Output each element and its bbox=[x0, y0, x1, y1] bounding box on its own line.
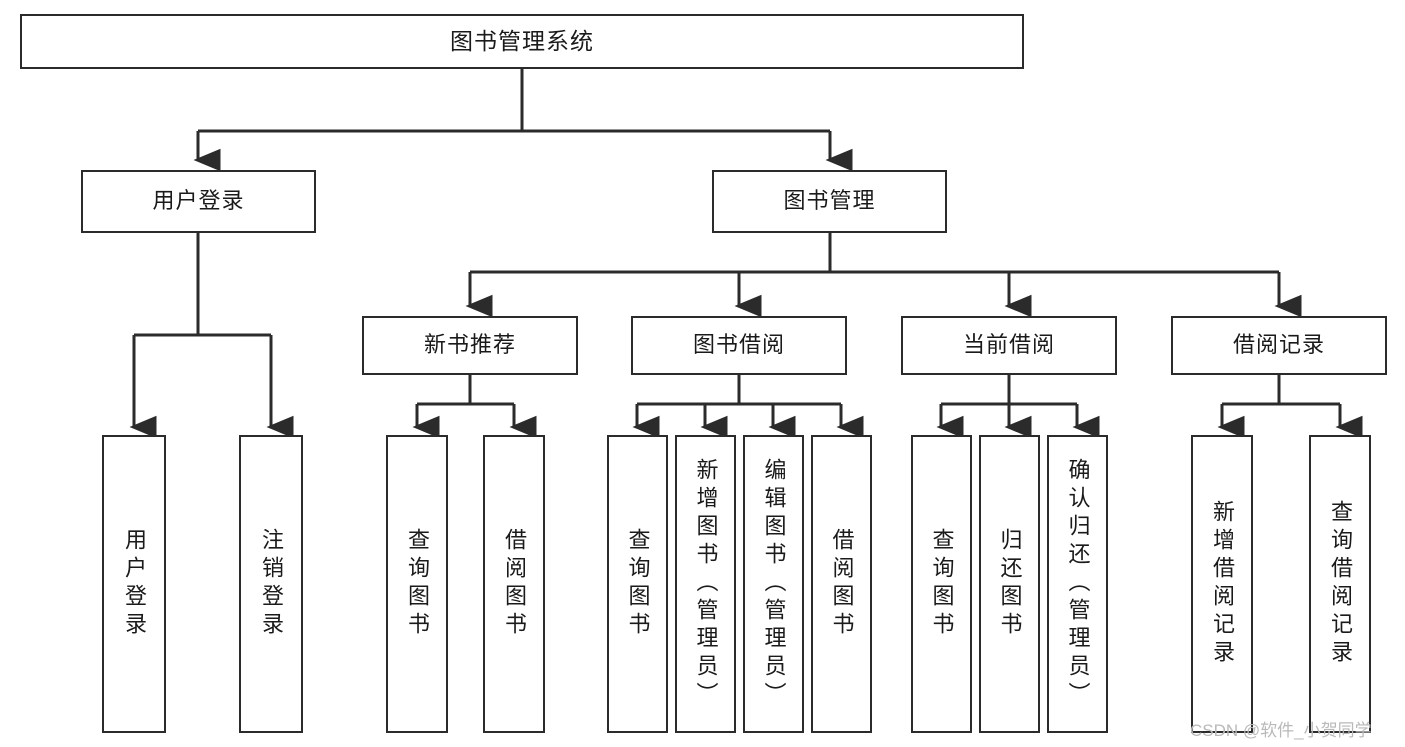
leaf-query-book-recommend[interactable]: 查询图书 bbox=[386, 435, 448, 733]
node-label: 当前借阅 bbox=[962, 332, 1055, 358]
csdn-watermark: CSDN @软件_小贺同学 bbox=[1190, 721, 1372, 740]
node-borrow-records[interactable]: 借阅记录 bbox=[1171, 316, 1387, 375]
node-label: 归还图书 bbox=[997, 528, 1023, 640]
node-label: 用户登录 bbox=[122, 528, 147, 640]
node-new-book-recommend[interactable]: 新书推荐 bbox=[362, 316, 578, 375]
leaf-add-book-admin[interactable]: 新增图书（管理员） bbox=[675, 435, 736, 733]
leaf-edit-book-admin[interactable]: 编辑图书（管理员） bbox=[743, 435, 804, 733]
leaf-logout[interactable]: 注销登录 bbox=[239, 435, 303, 733]
leaf-query-borrow-record[interactable]: 查询借阅记录 bbox=[1309, 435, 1371, 733]
node-label: 新增图书（管理员） bbox=[693, 458, 719, 710]
leaf-query-book-current[interactable]: 查询图书 bbox=[911, 435, 972, 733]
node-user-login[interactable]: 用户登录 bbox=[81, 170, 316, 233]
node-label: 用户登录 bbox=[152, 188, 245, 214]
leaf-user-login[interactable]: 用户登录 bbox=[102, 435, 166, 733]
node-label: 注销登录 bbox=[259, 528, 284, 640]
leaf-return-book[interactable]: 归还图书 bbox=[979, 435, 1040, 733]
node-book-borrow[interactable]: 图书借阅 bbox=[631, 316, 847, 375]
leaf-borrow-book[interactable]: 借阅图书 bbox=[811, 435, 872, 733]
node-label: 图书管理 bbox=[783, 188, 876, 214]
node-current-borrow[interactable]: 当前借阅 bbox=[901, 316, 1117, 375]
node-label: 查询图书 bbox=[625, 528, 651, 640]
leaf-confirm-return-admin[interactable]: 确认归还（管理员） bbox=[1047, 435, 1108, 733]
node-label: 查询图书 bbox=[929, 528, 955, 640]
node-label: 查询图书 bbox=[405, 528, 430, 640]
node-label: 新增借阅记录 bbox=[1210, 500, 1235, 668]
node-label: 图书借阅 bbox=[692, 332, 785, 358]
node-label: 确认归还（管理员） bbox=[1065, 458, 1091, 710]
node-book-management[interactable]: 图书管理 bbox=[712, 170, 947, 233]
leaf-query-book-borrow[interactable]: 查询图书 bbox=[607, 435, 668, 733]
node-label: 借阅图书 bbox=[829, 528, 855, 640]
node-label: 查询借阅记录 bbox=[1328, 500, 1353, 668]
leaf-add-borrow-record[interactable]: 新增借阅记录 bbox=[1191, 435, 1253, 733]
node-label: 借阅图书 bbox=[502, 528, 527, 640]
node-label: 图书管理系统 bbox=[450, 27, 594, 54]
node-label: 编辑图书（管理员） bbox=[761, 458, 787, 710]
node-label: 新书推荐 bbox=[423, 332, 516, 358]
node-root-system[interactable]: 图书管理系统 bbox=[20, 14, 1024, 69]
node-label: 借阅记录 bbox=[1232, 332, 1325, 358]
leaf-borrow-book-recommend[interactable]: 借阅图书 bbox=[483, 435, 545, 733]
